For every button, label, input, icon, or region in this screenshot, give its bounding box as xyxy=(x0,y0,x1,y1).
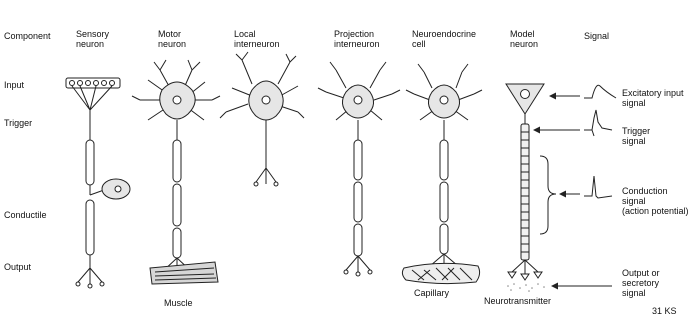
sensory-line2: neuron xyxy=(76,39,109,49)
excitatory-line2: signal xyxy=(622,98,684,108)
model-neuron-label: Model neuron xyxy=(510,29,538,49)
local-line2: interneuron xyxy=(234,39,280,49)
sensory-line1: Sensory xyxy=(76,29,109,39)
model-line1: Model xyxy=(510,29,538,39)
motor-neuron xyxy=(132,60,220,284)
local-interneuron xyxy=(220,52,304,186)
excitatory-signal-trace xyxy=(584,85,616,98)
signal-header: Signal xyxy=(584,31,609,41)
neuroendocrine-cell-label: Neuroendocrine cell xyxy=(412,29,476,49)
row-input-label: Input xyxy=(4,80,24,90)
sensory-neuron-label: Sensory neuron xyxy=(76,29,109,49)
credit-label: 31 KS xyxy=(652,306,677,316)
conduction-signal-trace xyxy=(584,176,612,198)
excitatory-signal-label: Excitatory input signal xyxy=(622,88,684,108)
neurotransmitter-label: Neurotransmitter xyxy=(484,296,551,306)
projection-interneuron xyxy=(318,62,400,276)
conduction-signal-label: Conduction signal (action potential) xyxy=(622,186,689,216)
neuroendocrine-cell xyxy=(402,64,482,284)
model-neuron xyxy=(506,84,545,292)
output-signal-label: Output or secretory signal xyxy=(622,268,660,298)
capillary-label: Capillary xyxy=(414,288,449,298)
trigger-line1: Trigger xyxy=(622,126,650,136)
component-header: Component xyxy=(4,31,51,41)
motor-neuron-label: Motor neuron xyxy=(158,29,186,49)
conduction-brace xyxy=(540,156,556,234)
local-line1: Local xyxy=(234,29,280,39)
conduction-line2: signal xyxy=(622,196,689,206)
trigger-line2: signal xyxy=(622,136,650,146)
output-line3: signal xyxy=(622,288,660,298)
muscle-label: Muscle xyxy=(164,298,193,308)
projection-interneuron-label: Projection interneuron xyxy=(334,29,380,49)
row-trigger-label: Trigger xyxy=(4,118,32,128)
conduction-line1: Conduction xyxy=(622,186,689,196)
neuroendocrine-line1: Neuroendocrine xyxy=(412,29,476,39)
output-line1: Output or xyxy=(622,268,660,278)
excitatory-line1: Excitatory input xyxy=(622,88,684,98)
sensory-neuron xyxy=(66,78,130,288)
conduction-line3: (action potential) xyxy=(622,206,689,216)
neuroendocrine-line2: cell xyxy=(412,39,476,49)
trigger-signal-trace xyxy=(584,110,612,136)
row-conductile-label: Conductile xyxy=(4,210,47,220)
model-line2: neuron xyxy=(510,39,538,49)
trigger-signal-label: Trigger signal xyxy=(622,126,650,146)
local-interneuron-label: Local interneuron xyxy=(234,29,280,49)
motor-line2: neuron xyxy=(158,39,186,49)
output-line2: secretory xyxy=(622,278,660,288)
projection-line1: Projection xyxy=(334,29,380,39)
row-output-label: Output xyxy=(4,262,31,272)
motor-line1: Motor xyxy=(158,29,186,39)
projection-line2: interneuron xyxy=(334,39,380,49)
